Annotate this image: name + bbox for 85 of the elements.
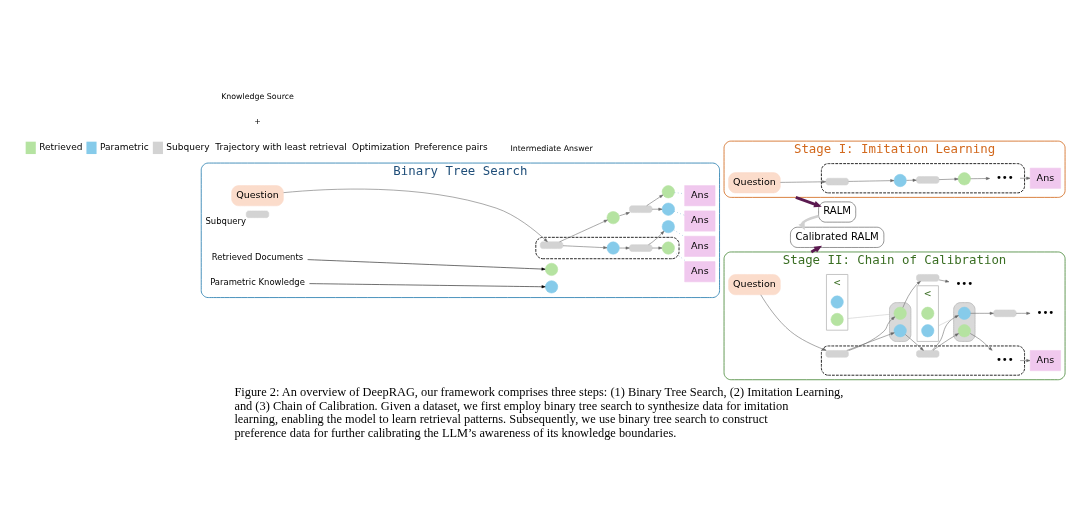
node-circle: [957, 323, 971, 337]
legend-label: Retrieved: [39, 141, 83, 152]
node-text: Parametric Knowledge: [210, 276, 305, 287]
legend-label: Subquery: [166, 141, 210, 152]
arrow: [938, 177, 959, 181]
arrow: [559, 219, 608, 242]
node-box: Ans: [1029, 167, 1061, 189]
arrow: [905, 333, 924, 351]
node-circle: [545, 262, 559, 276]
legend-label: Preference pairs: [414, 141, 488, 152]
node-circle: [957, 306, 971, 320]
arrow: [846, 331, 895, 351]
node-circle: [661, 241, 675, 254]
node-circle: [957, 171, 971, 185]
node-box: Question: [728, 171, 781, 193]
arrow: [795, 195, 822, 207]
node-circle: [661, 202, 675, 216]
arrow: [938, 279, 950, 283]
arrow: [932, 332, 959, 351]
node-label: Subquery: [205, 215, 246, 226]
node-circle: [830, 312, 844, 326]
connector: [847, 313, 890, 319]
node-box: Ans: [684, 210, 716, 231]
arrow: [902, 280, 921, 308]
node-bar: [825, 349, 849, 357]
arrow: [1019, 176, 1031, 180]
legend-label: Parametric: [99, 141, 149, 152]
node-box: Calibrated RALM: [790, 226, 885, 248]
node-text: •••: [995, 171, 1014, 183]
node-box: Ans: [684, 235, 716, 257]
node-bar: [629, 205, 653, 213]
arrow: [283, 188, 548, 242]
arrow: [931, 314, 959, 351]
node-text: •••: [1036, 306, 1055, 318]
node-bar: [916, 273, 940, 281]
node-circle: [830, 295, 844, 309]
arrow: [1019, 358, 1031, 362]
arrow: [619, 211, 630, 216]
node-bar: [825, 177, 849, 185]
arrow: [619, 246, 630, 249]
arrow: [307, 258, 546, 270]
arrow: [648, 230, 665, 245]
arrow: [970, 311, 994, 315]
arrow: [651, 207, 663, 211]
arrow: [969, 332, 993, 351]
arrow: [1015, 311, 1031, 315]
node-box: Ans: [684, 184, 716, 206]
legend-label: Trajectory with least retrieval: [215, 141, 347, 152]
node-circle: [921, 323, 935, 337]
node-circle: [893, 323, 907, 337]
node-box: RALM: [818, 201, 856, 222]
legend-label: Optimization: [352, 141, 410, 152]
node-box: Ans: [684, 260, 716, 282]
node-bar: [629, 243, 653, 252]
arrow: [760, 294, 827, 351]
node-text: •••: [955, 277, 974, 289]
caption: Figure 2: An overview of DeepRAG, our framework comprises three steps: (1) Binary Tree Search, (2) Imitation Learning, and (3) Chain of Calibration. Given a dataset, we first employ binary tree search to synthesize data for imitation learning, enabling the model to learn retrieval patterns. Subsequently, we use binary tree search to construct preference data for further calibrating the LLM’s awareness of its knowledge boundaries.: [234, 384, 844, 440]
node-box: Ans: [1029, 349, 1061, 371]
node-circle: [921, 306, 935, 320]
node-box: Question: [231, 184, 284, 206]
node-circle: [606, 210, 620, 224]
node-circle: [606, 241, 620, 254]
node-bar: [540, 241, 564, 249]
arrow: [562, 244, 608, 249]
connector: [938, 317, 954, 326]
cluster: <: [826, 273, 849, 331]
arrow: [780, 179, 827, 183]
node-bar: [993, 309, 1017, 317]
arrow: [970, 176, 990, 180]
arrow: [651, 246, 663, 249]
node-circle: [545, 279, 559, 293]
arrow: [848, 178, 895, 182]
node-circle: [893, 173, 907, 187]
node-bar: [916, 175, 940, 184]
arrow: [309, 282, 546, 288]
node-text: •••: [995, 353, 1014, 365]
node-bar: [246, 210, 270, 218]
arrow: [646, 194, 664, 206]
node-text: Retrieved Documents: [211, 251, 304, 262]
arrow: [906, 178, 917, 182]
arrow: [798, 214, 819, 230]
node-bar: [916, 349, 940, 357]
arrow: [848, 316, 896, 351]
node-box: Question: [728, 273, 781, 295]
cluster: <: [916, 284, 939, 342]
